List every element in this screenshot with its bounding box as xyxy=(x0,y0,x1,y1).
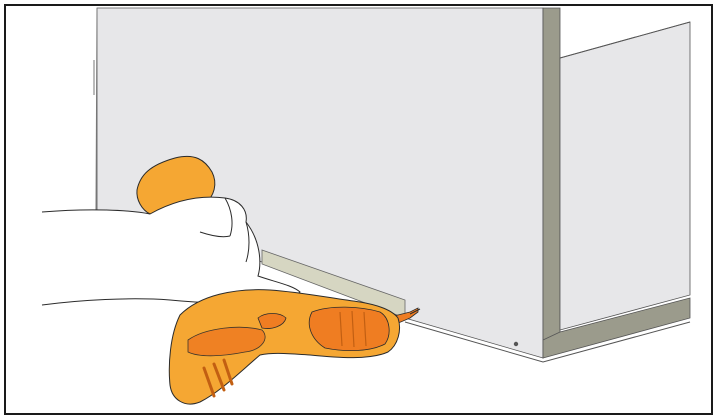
drill-motor-housing xyxy=(309,307,389,351)
cabinet-back-panel xyxy=(560,22,690,330)
panel-left-edge xyxy=(94,8,97,210)
screw-hole xyxy=(514,342,518,346)
panel-edge-band xyxy=(543,8,560,358)
